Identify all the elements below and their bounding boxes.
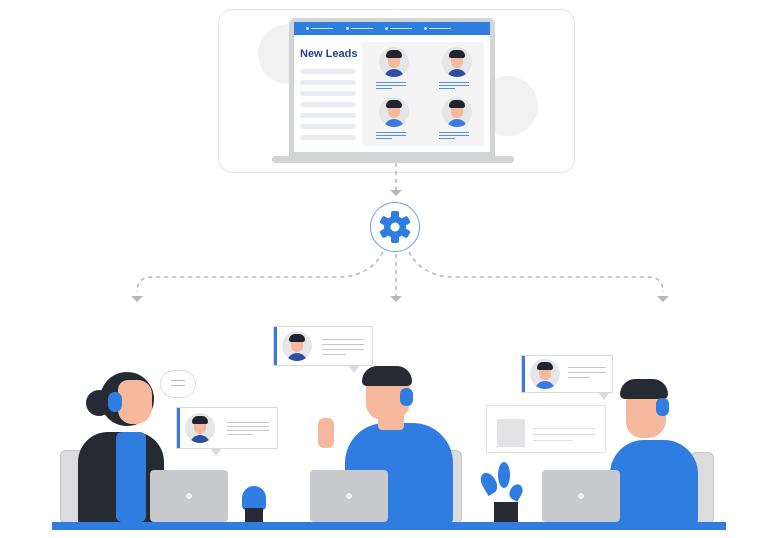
image-placeholder (497, 419, 525, 447)
list-row[interactable] (300, 135, 356, 140)
lead-card[interactable] (374, 97, 414, 145)
plant-pot (494, 502, 518, 522)
headset-icon (108, 392, 122, 412)
chat-bubble-left[interactable] (176, 407, 278, 449)
automation-hub[interactable] (370, 202, 420, 252)
chat-avatar (185, 413, 215, 443)
info-card[interactable] (486, 405, 606, 453)
desk (52, 522, 726, 530)
thought-bubble (160, 370, 196, 398)
agent-face (118, 380, 152, 424)
topbar-tab[interactable] (346, 27, 374, 30)
chat-avatar (282, 331, 312, 361)
laptop-base (272, 156, 514, 163)
headset-icon (656, 398, 669, 416)
lead-card[interactable] (374, 47, 414, 95)
flow-connectors (131, 163, 669, 302)
lead-cards-area (362, 42, 484, 146)
chat-bubble-right[interactable] (521, 355, 613, 393)
cactus-pot (245, 508, 263, 522)
agent-hand (318, 418, 334, 448)
crm-title: New Leads (300, 48, 358, 60)
lead-avatar (442, 47, 472, 77)
crm-screen: New Leads (294, 22, 490, 152)
bubble-tail (348, 365, 360, 373)
lead-avatar (379, 47, 409, 77)
bubble-tail (210, 448, 222, 456)
lead-avatar (442, 97, 472, 127)
topbar-tab[interactable] (306, 27, 334, 30)
lead-card[interactable] (437, 47, 477, 95)
arrowhead-icon (131, 190, 669, 302)
agent-hair (620, 379, 668, 399)
list-row[interactable] (300, 80, 356, 85)
lead-card[interactable] (437, 97, 477, 145)
cactus-icon (242, 486, 266, 510)
list-row[interactable] (300, 69, 356, 74)
lead-avatar (379, 97, 409, 127)
agent-hair (362, 366, 412, 386)
chat-bubble-center[interactable] (273, 326, 373, 366)
laptop (150, 470, 228, 522)
list-row[interactable] (300, 124, 356, 129)
agent-sweater (116, 432, 146, 522)
list-row[interactable] (300, 102, 356, 107)
bubble-tail (598, 392, 610, 400)
agent-body (610, 440, 698, 524)
topbar-tab[interactable] (385, 27, 413, 30)
list-row[interactable] (300, 91, 356, 96)
crm-topbar (294, 22, 490, 35)
gear-icon (379, 211, 411, 243)
headset-icon (400, 388, 413, 406)
topbar-tab[interactable] (424, 27, 452, 30)
laptop (542, 470, 620, 522)
list-row[interactable] (300, 113, 356, 118)
chat-avatar (530, 359, 560, 389)
laptop (310, 470, 388, 522)
